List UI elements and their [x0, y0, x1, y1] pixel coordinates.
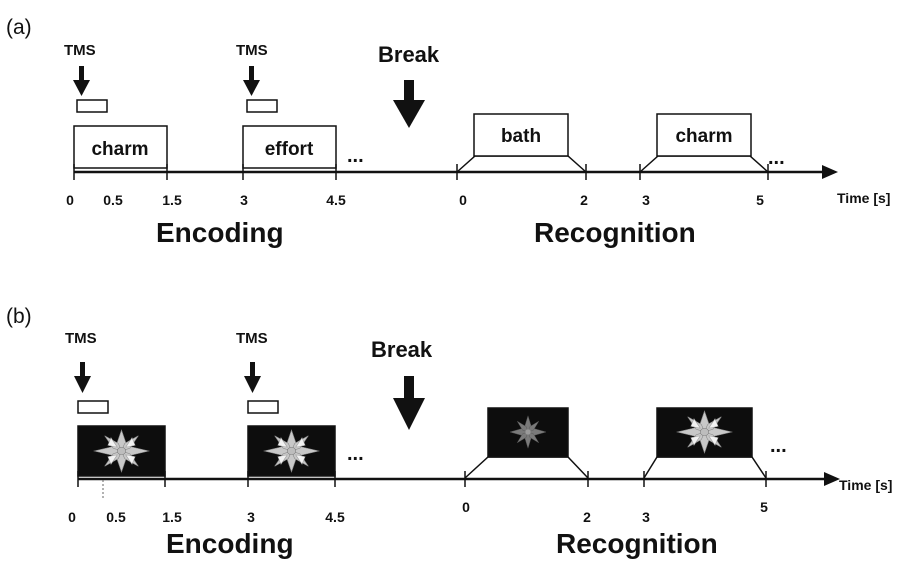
tick-label: 1.5: [162, 509, 182, 525]
tick-label: 3: [240, 192, 248, 208]
recognition-word-box: [473, 113, 569, 157]
panel-b: (b) TMS TMS Break ... ...: [6, 305, 892, 559]
recognition-label: Recognition: [534, 217, 696, 248]
tick-label: 1.5: [162, 192, 182, 208]
panel-a-label: (a): [6, 16, 32, 39]
encoding-label: Encoding: [166, 528, 294, 559]
break-label: Break: [371, 337, 433, 362]
ellipsis: ...: [347, 443, 364, 465]
ellipsis: ...: [768, 147, 785, 169]
recognition-label: Recognition: [556, 528, 718, 559]
tms-label: TMS: [236, 330, 268, 347]
tick-label: 3: [642, 509, 650, 525]
break-label: Break: [378, 42, 440, 67]
tms-arrow-icon: [244, 376, 261, 393]
tms-pulse-box: [77, 400, 109, 414]
tick-label: 0: [459, 192, 467, 208]
encoding-word-box: [242, 125, 337, 169]
tms-pulse-box: [246, 99, 278, 113]
tms-label: TMS: [236, 42, 268, 59]
time-arrow-icon: [824, 472, 840, 486]
break-arrow-icon: [393, 100, 425, 128]
tick-label: 3: [247, 509, 255, 525]
encoding-word-box: [73, 125, 168, 169]
tms-label: TMS: [65, 330, 97, 347]
encoding-label: Encoding: [156, 217, 284, 248]
ellipsis: ...: [770, 435, 787, 457]
recognition-word: bath: [501, 126, 541, 147]
encoding-word: charm: [91, 139, 148, 160]
tms-marker-2: TMS: [236, 330, 279, 414]
tick-label: 0: [68, 509, 76, 525]
tms-arrow-icon: [74, 376, 91, 393]
panel-b-label: (b): [6, 305, 32, 328]
tms-label: TMS: [64, 42, 96, 59]
tick-label: 5: [760, 499, 768, 515]
tms-marker-1: TMS: [64, 42, 108, 113]
tick-label: 4.5: [326, 192, 346, 208]
break-arrow-icon: [393, 398, 425, 430]
tms-marker-1: TMS: [65, 330, 109, 414]
tms-pulse-box: [247, 400, 279, 414]
tick-label: 2: [583, 509, 591, 525]
tms-pulse-box: [76, 99, 108, 113]
tick-label: 2: [580, 192, 588, 208]
tick-label: 0.5: [103, 192, 123, 208]
ellipsis: ...: [347, 145, 364, 167]
time-axis-label: Time [s]: [837, 190, 890, 206]
time-arrow-icon: [822, 165, 838, 179]
tick-label: 0: [462, 499, 470, 515]
tick-label: 0.5: [106, 509, 126, 525]
tms-arrow-icon: [73, 80, 90, 96]
tms-arrow-icon: [243, 80, 260, 96]
tick-label: 3: [642, 192, 650, 208]
recognition-word: charm: [675, 126, 732, 147]
tick-label: 0: [66, 192, 74, 208]
encoding-word: effort: [265, 139, 314, 160]
panel-a: (a) TMS TMS Break charm effort ... bath: [6, 16, 890, 248]
tick-label: 5: [756, 192, 764, 208]
tick-label: 4.5: [325, 509, 345, 525]
recognition-word-box: [656, 113, 752, 157]
tms-marker-2: TMS: [236, 42, 278, 113]
time-axis-label: Time [s]: [839, 477, 892, 493]
